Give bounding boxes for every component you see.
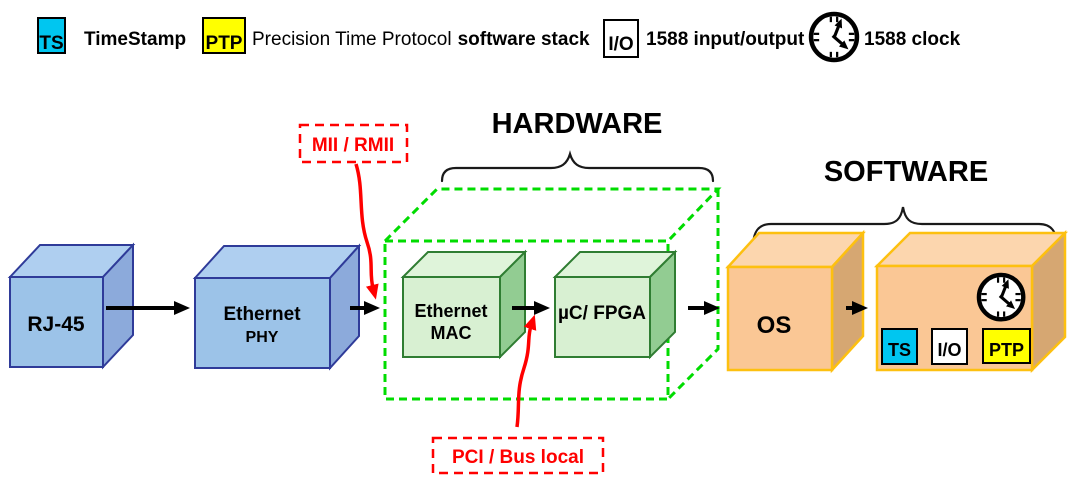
mii-callout-box: [298, 123, 409, 164]
pci-callout-label: PCI / Bus local: [452, 447, 584, 468]
ethernet-phy-box: Ethernet PHY: [192, 243, 362, 371]
rj45-label: RJ-45: [27, 313, 85, 336]
legend-ts-label: TimeStamp: [84, 29, 186, 50]
hardware-dashed-side-face: [666, 189, 720, 401]
phy-label-line1: Ethernet: [223, 304, 301, 325]
legend: TS TimeStamp PTP Precision Time Protocol…: [37, 14, 961, 60]
stack-ptp-box: [982, 328, 1031, 364]
legend-io-box: [603, 19, 639, 58]
phy-label-line2: PHY: [246, 329, 279, 346]
stack-ptp-label: PTP: [989, 340, 1024, 360]
legend-ptp-label-regular: Precision Time Protocol: [252, 29, 452, 50]
hardware-dashed-top-face: [383, 187, 722, 243]
legend-ptp-label-bold: software stack: [458, 29, 590, 50]
pci-callout-arrow: [515, 314, 537, 428]
legend-clock-icon: [811, 14, 857, 60]
stack-clock-icon: [979, 275, 1023, 319]
legend-ptp-label: Precision Time Protocol software stack: [252, 29, 590, 50]
software-brace: [751, 206, 1059, 249]
ethernet-mac-box: Ethernet MAC: [400, 249, 528, 360]
fpga-box: µC/ FPGA: [552, 249, 678, 360]
stack-io-box: [931, 328, 968, 365]
stack-ts-box: [881, 328, 918, 365]
phy-front-face: [194, 277, 331, 369]
legend-ts-box: [37, 17, 66, 54]
os-front-face: [726, 265, 834, 372]
legend-ptp-box: [202, 17, 246, 54]
legend-io-label: 1588 input/output: [646, 29, 805, 50]
software-stack-box: TS I/O PTP: [873, 229, 1069, 374]
mac-label-line2: MAC: [431, 323, 472, 343]
hardware-brace: [440, 150, 715, 183]
mii-callout-arrow: [354, 163, 379, 300]
legend-ts-abbr: TS: [39, 33, 63, 54]
fpga-front-face: [554, 276, 651, 358]
mii-callout-label: MII / RMII: [312, 135, 394, 156]
hardware-dashed-box: [383, 187, 722, 401]
stack-ts-label: TS: [888, 340, 911, 360]
software-title: SOFTWARE: [824, 156, 988, 188]
pci-callout-box: [431, 436, 605, 475]
legend-ptp-abbr: PTP: [206, 33, 243, 54]
legend-io-abbr: I/O: [608, 34, 633, 55]
os-box: OS: [725, 229, 866, 374]
os-label: OS: [757, 312, 792, 339]
mac-front-face: [402, 276, 501, 358]
mac-label-line1: Ethernet: [414, 301, 487, 321]
fpga-label: µC/ FPGA: [558, 303, 646, 324]
rj45-front-face: [9, 276, 104, 368]
hardware-title: HARDWARE: [492, 108, 663, 140]
legend-clock-label: 1588 clock: [864, 29, 961, 50]
stack-io-label: I/O: [937, 340, 961, 360]
